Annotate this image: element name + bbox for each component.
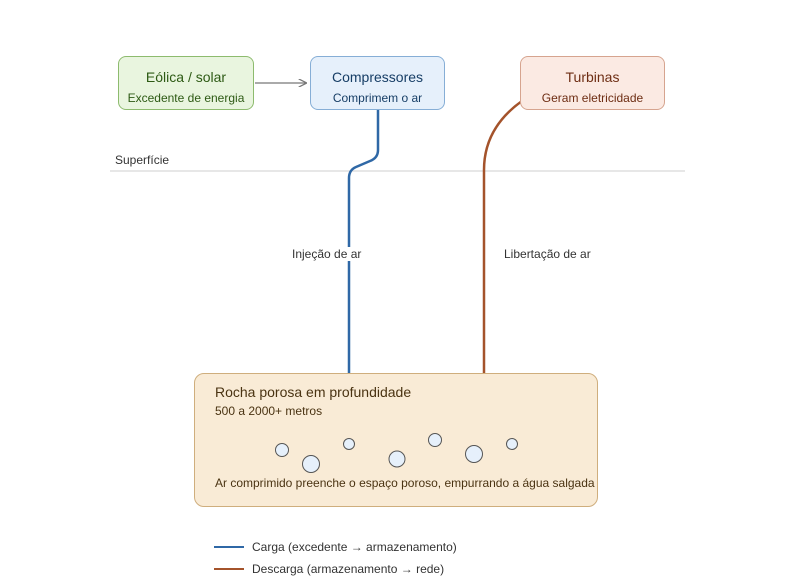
node-subtitle: Comprimem o ar [332, 91, 423, 105]
legend-label: Descarga (armazenamento → rede) [252, 562, 445, 576]
legend-label: Carga (excedente → armazenamento) [252, 540, 457, 554]
injection-flow-line [347, 110, 380, 373]
legend: Carga (excedente → armazenamento) Descar… [214, 536, 457, 580]
legend-item-discharge: Descarga (armazenamento → rede) [214, 558, 457, 580]
bubble [388, 450, 406, 468]
legend-swatch-discharge [214, 568, 244, 570]
porous-rock-reservoir: Rocha porosa em profundidade 500 a 2000+… [194, 373, 598, 507]
bubble [275, 443, 289, 457]
node-wind-solar: Eólica / solar Excedente de energia [118, 56, 254, 110]
node-title: Turbinas [565, 69, 620, 85]
reservoir-depth: 500 a 2000+ metros [215, 404, 323, 418]
release-label: Libertação de ar [502, 247, 593, 261]
reservoir-note: Ar comprimido preenche o espaço poroso, … [215, 476, 595, 490]
bubble [506, 438, 518, 450]
reservoir-title: Rocha porosa em profundidade [215, 384, 412, 400]
node-title: Compressores [331, 69, 424, 85]
legend-swatch-charge [214, 546, 244, 548]
air-bubbles [275, 433, 518, 473]
bubble [428, 433, 442, 447]
injection-label: Injeção de ar [290, 247, 364, 261]
node-compressors: Compressores Comprimem o ar [310, 56, 445, 110]
legend-item-charge: Carga (excedente → armazenamento) [214, 536, 457, 558]
bubble [343, 438, 355, 450]
node-subtitle: Excedente de energia [127, 91, 245, 105]
node-subtitle: Geram eletricidade [541, 91, 644, 105]
surface-label: Superfície [115, 153, 170, 167]
node-title: Eólica / solar [145, 69, 227, 85]
bubble [302, 455, 320, 473]
node-turbines: Turbinas Geram eletricidade [520, 56, 665, 110]
bubble [465, 445, 483, 463]
release-flow-line [482, 99, 523, 373]
